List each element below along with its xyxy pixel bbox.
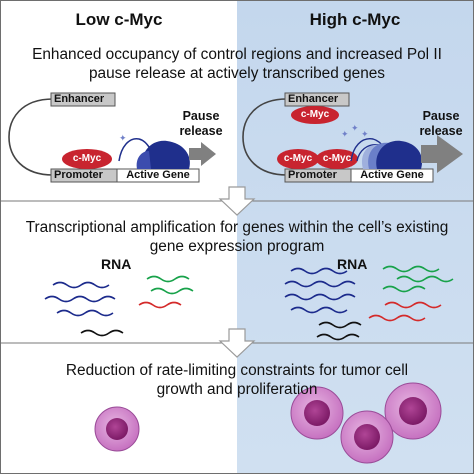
rna-strand — [44, 295, 116, 303]
pol-ii-complex — [142, 140, 190, 169]
pause-release-arrow-icon — [189, 142, 216, 166]
panel2-text-line2: gene expression program — [149, 238, 325, 255]
rna-strand — [284, 280, 356, 288]
cmyc-promoter-pill — [62, 149, 112, 169]
sparkle-icon: ✦ — [119, 134, 127, 144]
cmyc-promoter-label-2: c-Myc — [322, 153, 352, 164]
active-gene-label-right: Active Gene — [360, 169, 424, 181]
rna-strand — [396, 275, 454, 283]
rna-strand — [382, 285, 426, 293]
left-column-title: Low c-Myc — [75, 10, 163, 29]
cmyc-promoter-label-1: c-Myc — [283, 153, 313, 164]
sparkle-icon-3: ✦ — [361, 130, 369, 140]
panel1-text-line2: pause release at actively transcribed ge… — [88, 65, 386, 82]
cmyc-enhancer-pill — [291, 106, 339, 124]
rna-strand — [316, 333, 360, 341]
rna-strand — [284, 293, 356, 301]
large-cell-3 — [340, 410, 394, 464]
right-column-title: High c-Myc — [309, 10, 401, 29]
panel3-text-line1: Reduction of rate-limiting constraints f… — [65, 362, 409, 379]
enhancer-box — [50, 92, 116, 107]
sparkle-icon-1: ✦ — [341, 130, 349, 140]
cmyc-promoter-pill-1 — [277, 149, 319, 169]
rna-strand — [384, 301, 442, 309]
enhancer-label-right: Enhancer — [288, 93, 339, 105]
pause-release-line2: release — [179, 124, 223, 138]
enhancer-box-right — [284, 92, 350, 107]
cmyc-promoter-label: c-Myc — [72, 153, 102, 164]
pause-release-line1-right: Pause — [422, 109, 460, 123]
large-cell-2 — [384, 382, 442, 440]
rna-strand — [318, 321, 362, 329]
panel3-text-line2: growth and proliferation — [156, 381, 318, 398]
left-rna-label: RNA — [101, 256, 132, 272]
active-gene-label: Active Gene — [126, 169, 190, 181]
right-rna-strands — [284, 265, 454, 341]
sparkle-icon-2: ✦ — [351, 124, 359, 134]
pause-release-line1: Pause — [182, 109, 220, 123]
small-cell — [94, 406, 140, 452]
cmyc-enhancer-label: c-Myc — [300, 109, 330, 120]
right-gene-diagram: ✦ ✦ ✦ — [242, 92, 463, 183]
rna-strand — [290, 267, 348, 275]
enhancer-label: Enhancer — [54, 93, 105, 105]
left-gene-diagram: ✦ — [8, 92, 216, 183]
down-arrow-icon-2 — [218, 328, 256, 358]
pause-release-line2-right: release — [419, 124, 463, 138]
down-arrow-icon-1 — [218, 186, 256, 216]
rna-strand — [56, 309, 114, 317]
pause-release-arrow-icon-right — [421, 135, 463, 173]
rna-strand — [150, 287, 194, 295]
cmyc-promoter-pill-2 — [316, 149, 358, 169]
pol-ii-complex-right — [376, 140, 423, 169]
rna-strand — [52, 281, 110, 289]
pause-release-text: Pause release — [179, 109, 222, 139]
pol-ii-shadow — [136, 151, 151, 169]
dna-loop-right — [242, 98, 288, 176]
panel2-text-line1: Transcriptional amplification for genes … — [25, 219, 449, 236]
rna-strand — [146, 275, 190, 283]
promoter-label-right: Promoter — [288, 169, 337, 181]
dna-loop — [8, 98, 54, 176]
large-cell-1 — [290, 386, 344, 440]
pause-release-text-right: Pause release — [419, 109, 462, 139]
rna-strand — [80, 329, 124, 337]
left-rna-strands — [44, 275, 194, 337]
rna-strand — [138, 301, 182, 309]
panel1-text-line1: Enhanced occupancy of control regions an… — [32, 46, 442, 63]
rna-strand — [368, 314, 426, 322]
rna-strand — [382, 265, 440, 273]
promoter-label: Promoter — [54, 169, 103, 181]
right-rna-label: RNA — [337, 256, 368, 272]
rna-strand — [290, 306, 348, 314]
